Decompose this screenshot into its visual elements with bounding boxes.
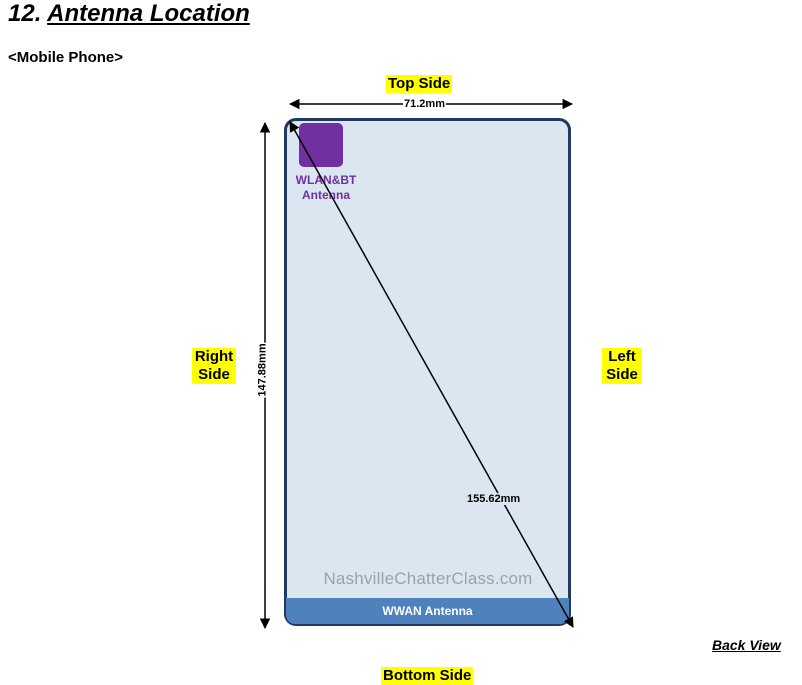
right-side-label: Right Side xyxy=(192,348,236,384)
top-side-label: Top Side xyxy=(386,75,453,93)
back-view-label: Back View xyxy=(712,637,781,653)
left-side-label: Left Side xyxy=(602,348,642,384)
left-side-line-2: Side xyxy=(606,366,638,383)
section-heading: 12. Antenna Location xyxy=(8,0,250,28)
section-number: 12. xyxy=(8,0,42,27)
diagonal-dimension-line xyxy=(289,121,574,628)
bottom-side-label: Bottom Side xyxy=(381,667,474,685)
left-side-line-1: Left xyxy=(608,348,636,365)
right-side-line-2: Side xyxy=(198,366,230,383)
height-dimension-label: 147.88mm xyxy=(256,342,269,398)
diagonal-dimension-label: 155.62mm xyxy=(466,493,522,505)
device-type-label: <Mobile Phone> xyxy=(8,49,124,66)
right-side-line-1: Right xyxy=(194,348,234,365)
section-title: Antenna Location xyxy=(47,0,250,27)
width-dimension-label: 71.2mm xyxy=(403,98,446,110)
